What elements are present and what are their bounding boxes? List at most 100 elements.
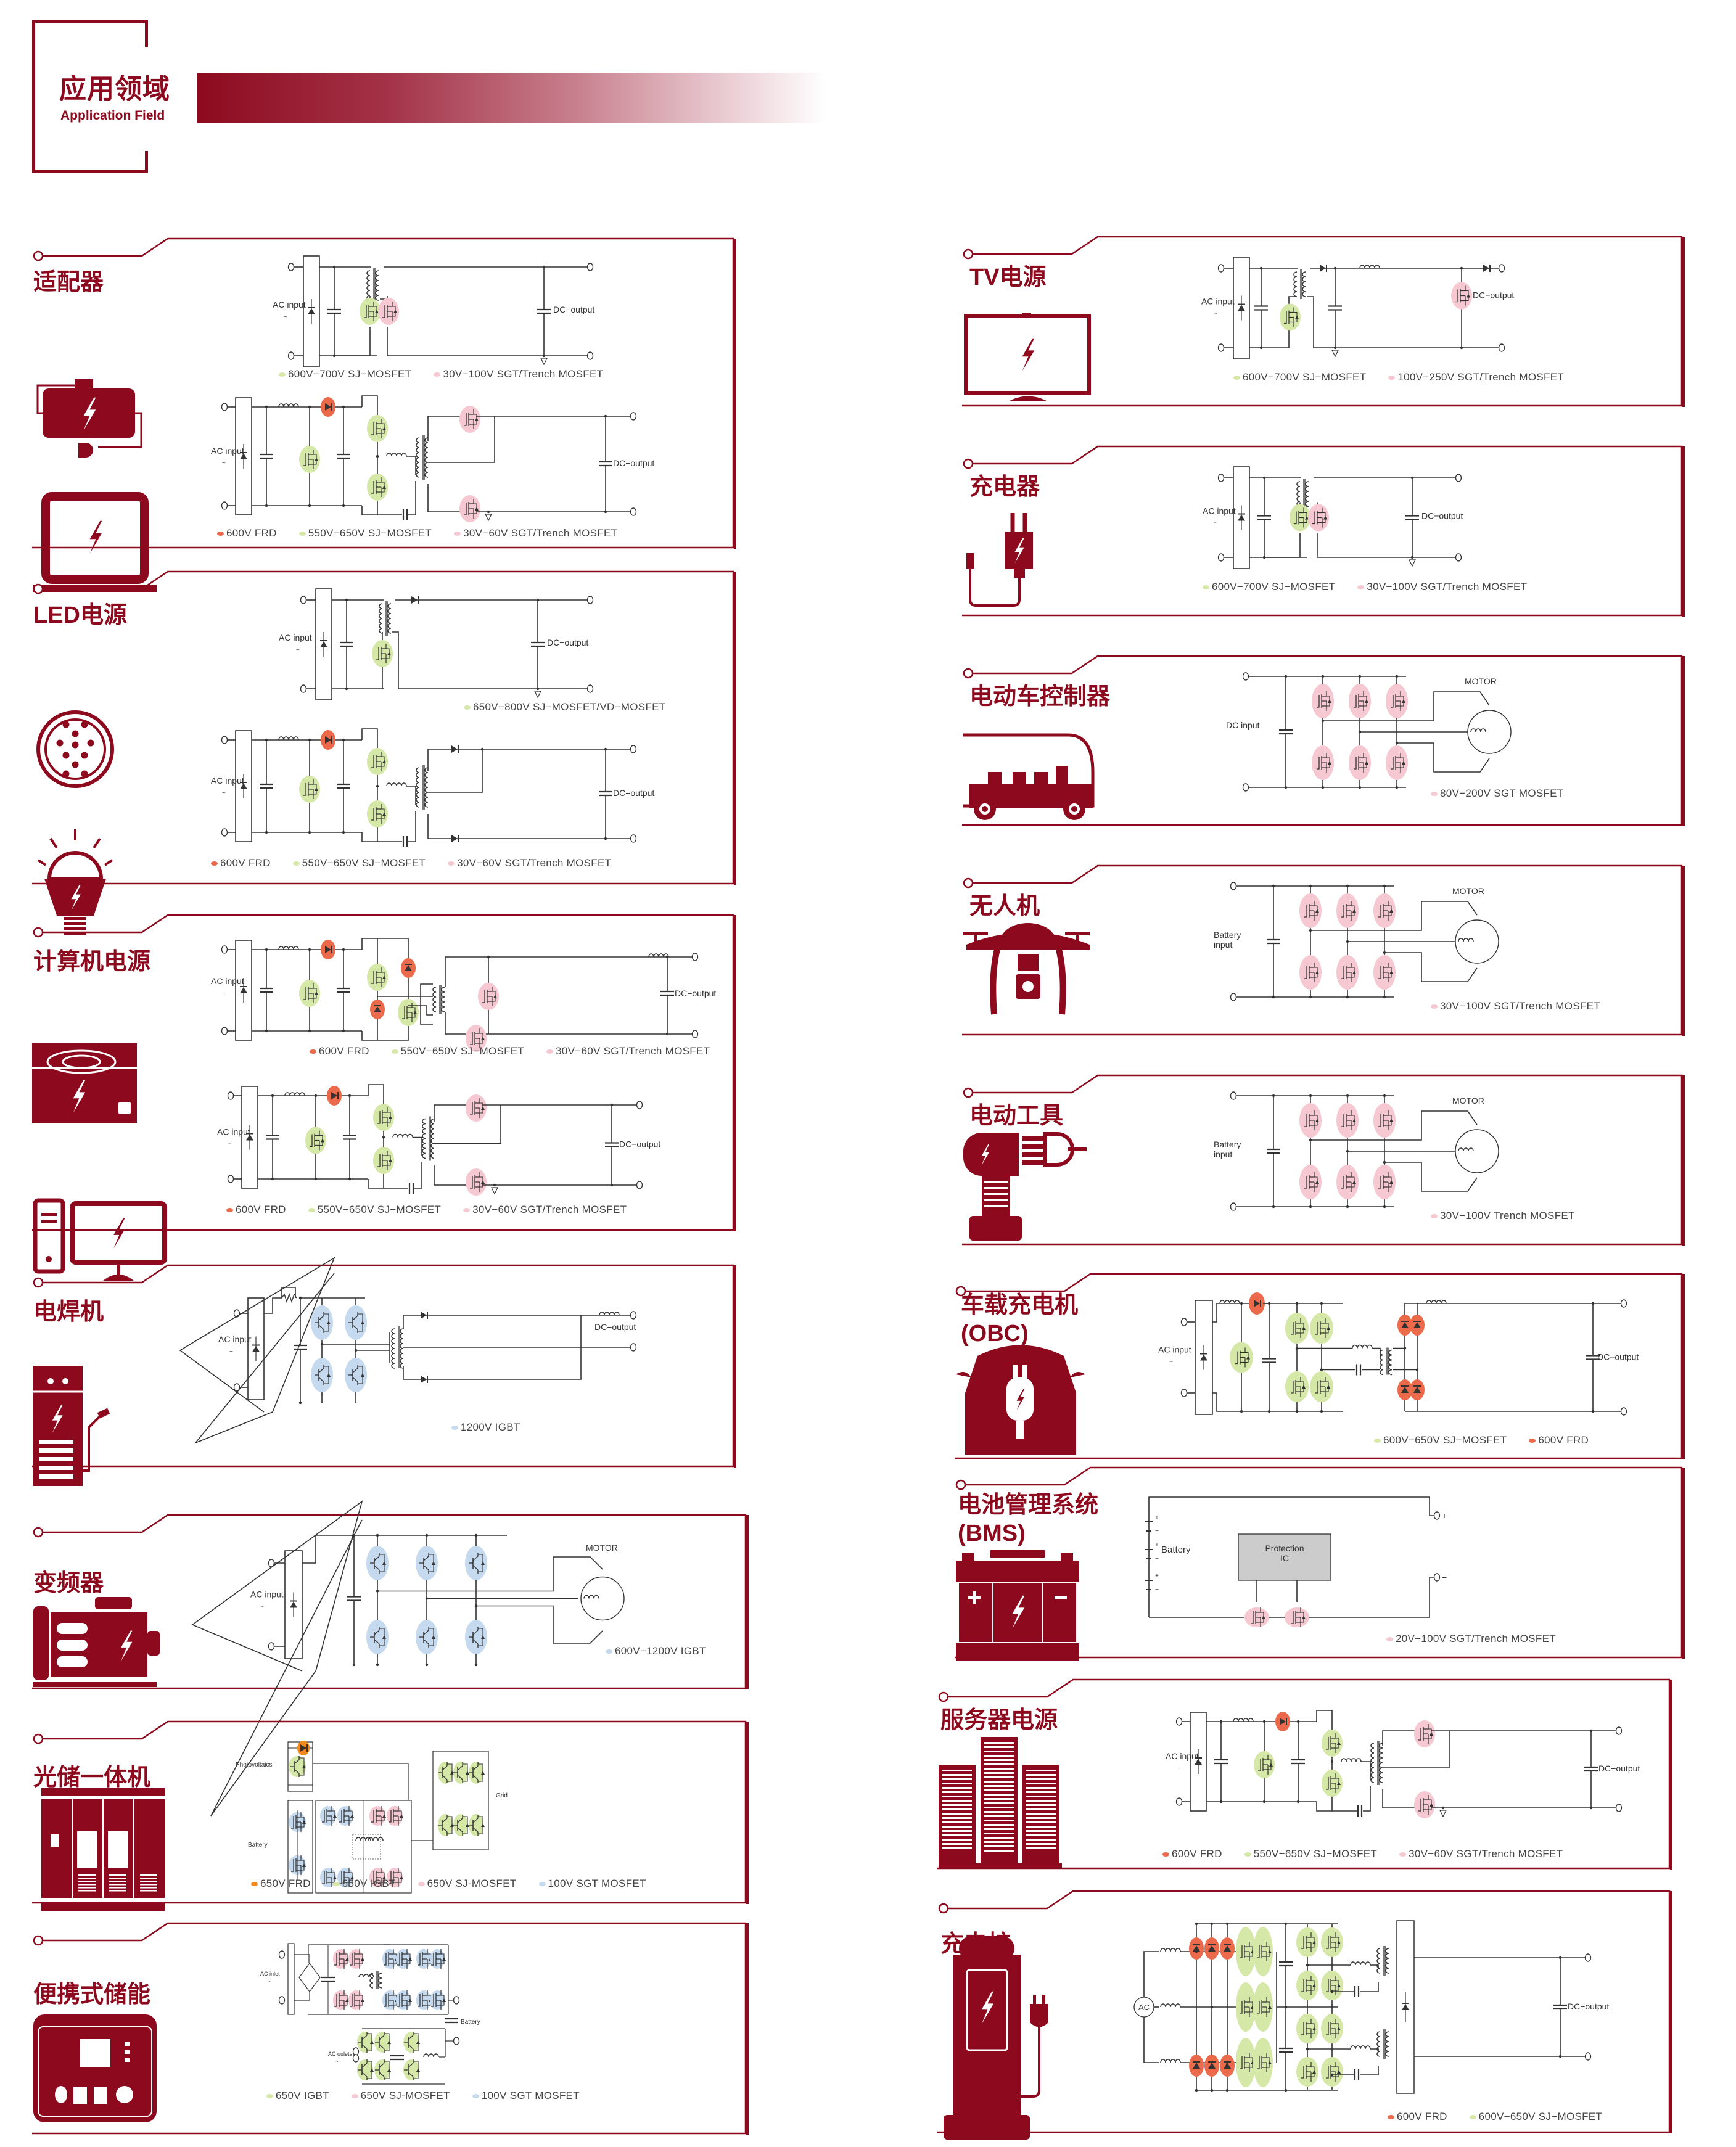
svg-text:~: ~ (260, 1604, 264, 1611)
legend-text: 650V−800V SJ−MOSFET/VD−MOSFET (473, 701, 666, 713)
legend-color-dot-icon (1399, 1852, 1407, 1857)
legend-item: 600V−700V SJ−MOSFET (1203, 581, 1335, 593)
svg-text:AC input: AC input (211, 446, 244, 456)
svg-text:MOTOR: MOTOR (586, 1543, 618, 1553)
svg-text:DC−output: DC−output (553, 305, 594, 314)
svg-text:+: + (1442, 1511, 1447, 1521)
panel-title: TV电源 (969, 265, 1047, 290)
legend-item: 600V FRD (217, 527, 277, 540)
header-title-en: Application Field (60, 109, 165, 123)
panel-frame (32, 914, 736, 1231)
legend-item: 20V−100V SGT/Trench MOSFET (1386, 1633, 1556, 1645)
component-legend: 1200V IGBT (451, 1421, 520, 1434)
legend-text: 550V−650V SJ−MOSFET (1253, 1848, 1378, 1860)
legend-color-dot-icon (1431, 1213, 1438, 1218)
legend-item: 100V−250V SGT/Trench MOSFET (1388, 371, 1564, 384)
legend-text: 30V−60V SGT/Trench MOSFET (1409, 1848, 1563, 1860)
legend-item: 600V FRD (226, 1204, 286, 1216)
legend-color-dot-icon (1386, 1636, 1393, 1641)
svg-text:~: ~ (228, 1141, 232, 1148)
svg-text:DC input: DC input (1226, 720, 1260, 730)
legend-item: 650V IGBT (332, 1878, 396, 1890)
svg-text:~: ~ (229, 1349, 233, 1355)
legend-color-dot-icon (279, 372, 286, 377)
legend-item: 550V−650V SJ−MOSFET (391, 1045, 525, 1057)
svg-text:input: input (1214, 1149, 1232, 1159)
panel-frame (962, 655, 1685, 826)
circuit-diagram-fullbridge-igbt: AC input~DC−output (179, 1257, 637, 1443)
legend-color-dot-icon (1162, 1852, 1169, 1857)
legend-color-dot-icon (1203, 585, 1209, 589)
header-gradient-bar (197, 73, 826, 123)
legend-color-dot-icon (1233, 375, 1240, 380)
legend-color-dot-icon (1388, 2114, 1394, 2119)
legend-item: 30V−60V SGT/Trench MOSFET (448, 857, 611, 869)
circuit-diagram-llc: AC input~DC−output (217, 1084, 660, 1196)
legend-color-dot-icon (454, 531, 461, 536)
drone-icon (963, 923, 1090, 1015)
svg-text:DC−output: DC−output (1597, 1352, 1639, 1362)
legend-text: 600V FRD (1397, 2111, 1447, 2122)
svg-text:DC−output: DC−output (1473, 290, 1514, 300)
panel-frame (32, 1922, 749, 2135)
svg-text:MOTOR: MOTOR (1452, 1096, 1484, 1106)
legend-color-dot-icon (1529, 1438, 1536, 1443)
svg-text:Protection: Protection (1265, 1543, 1304, 1553)
circuit-diagram-llc-diode: AC input~DC−output (211, 728, 654, 847)
panel-frame (32, 1264, 736, 1468)
legend-color-dot-icon (546, 1049, 554, 1054)
legend-text: 30V−60V SGT/Trench MOSFET (472, 1204, 627, 1215)
legend-item: 600V−650V SJ−MOSFET (1374, 1434, 1507, 1447)
legend-color-dot-icon (418, 1881, 425, 1886)
legend-color-dot-icon (1388, 375, 1396, 380)
svg-text:AC input: AC input (279, 633, 312, 642)
panel-title: 电焊机 (33, 1299, 104, 1325)
motor-icon (33, 1597, 160, 1687)
component-legend: 20V−100V SGT/Trench MOSFET (1386, 1633, 1556, 1645)
legend-text: 30V−60V SGT/Trench MOSFET (556, 1045, 710, 1057)
legend-text: 550V−650V SJ−MOSFET (400, 1045, 525, 1057)
legend-color-dot-icon (251, 1881, 258, 1886)
svg-text:−: − (1155, 1528, 1159, 1535)
legend-item: 30V−60V SGT/Trench MOSFET (463, 1204, 627, 1216)
legend-item: 30V−60V SGT/Trench MOSFET (454, 527, 617, 540)
svg-text:Photovoltaics: Photovoltaics (236, 1762, 272, 1768)
panel-title: 充电器 (969, 474, 1040, 500)
svg-text:~: ~ (296, 647, 300, 654)
svg-text:AC inlet: AC inlet (260, 1971, 280, 1977)
circuit-diagram-llc: AC input~DC−output (211, 395, 654, 522)
svg-text:AC input: AC input (211, 776, 244, 786)
legend-item: 30V−100V SGT/Trench MOSFET (434, 368, 603, 380)
svg-text:AC input: AC input (273, 300, 306, 310)
legend-item: 30V−60V SGT/Trench MOSFET (546, 1045, 710, 1057)
svg-text:DC−output: DC−output (1421, 511, 1463, 521)
legend-item: 550V−650V SJ−MOSFET (292, 857, 426, 869)
svg-text:−: − (1155, 1556, 1159, 1562)
svg-text:AC input: AC input (1158, 1345, 1191, 1355)
legend-item: 650V FRD (251, 1878, 311, 1890)
header-title-cn: 应用领域 (59, 74, 170, 104)
svg-text:DC−output: DC−output (613, 788, 654, 798)
svg-text:DC−output: DC−output (619, 1139, 660, 1149)
panel-title: 电动车控制器 (969, 684, 1111, 710)
svg-text:~: ~ (1214, 520, 1217, 527)
legend-color-dot-icon (310, 1049, 316, 1054)
legend-color-dot-icon (217, 531, 224, 536)
legend-text: 600V−1200V IGBT (615, 1645, 706, 1657)
circuit-diagram-flyback: AC input~DC−output (1203, 466, 1463, 569)
svg-text:AC input: AC input (218, 1334, 252, 1344)
panel-title: 服务器电源 (940, 1707, 1058, 1733)
